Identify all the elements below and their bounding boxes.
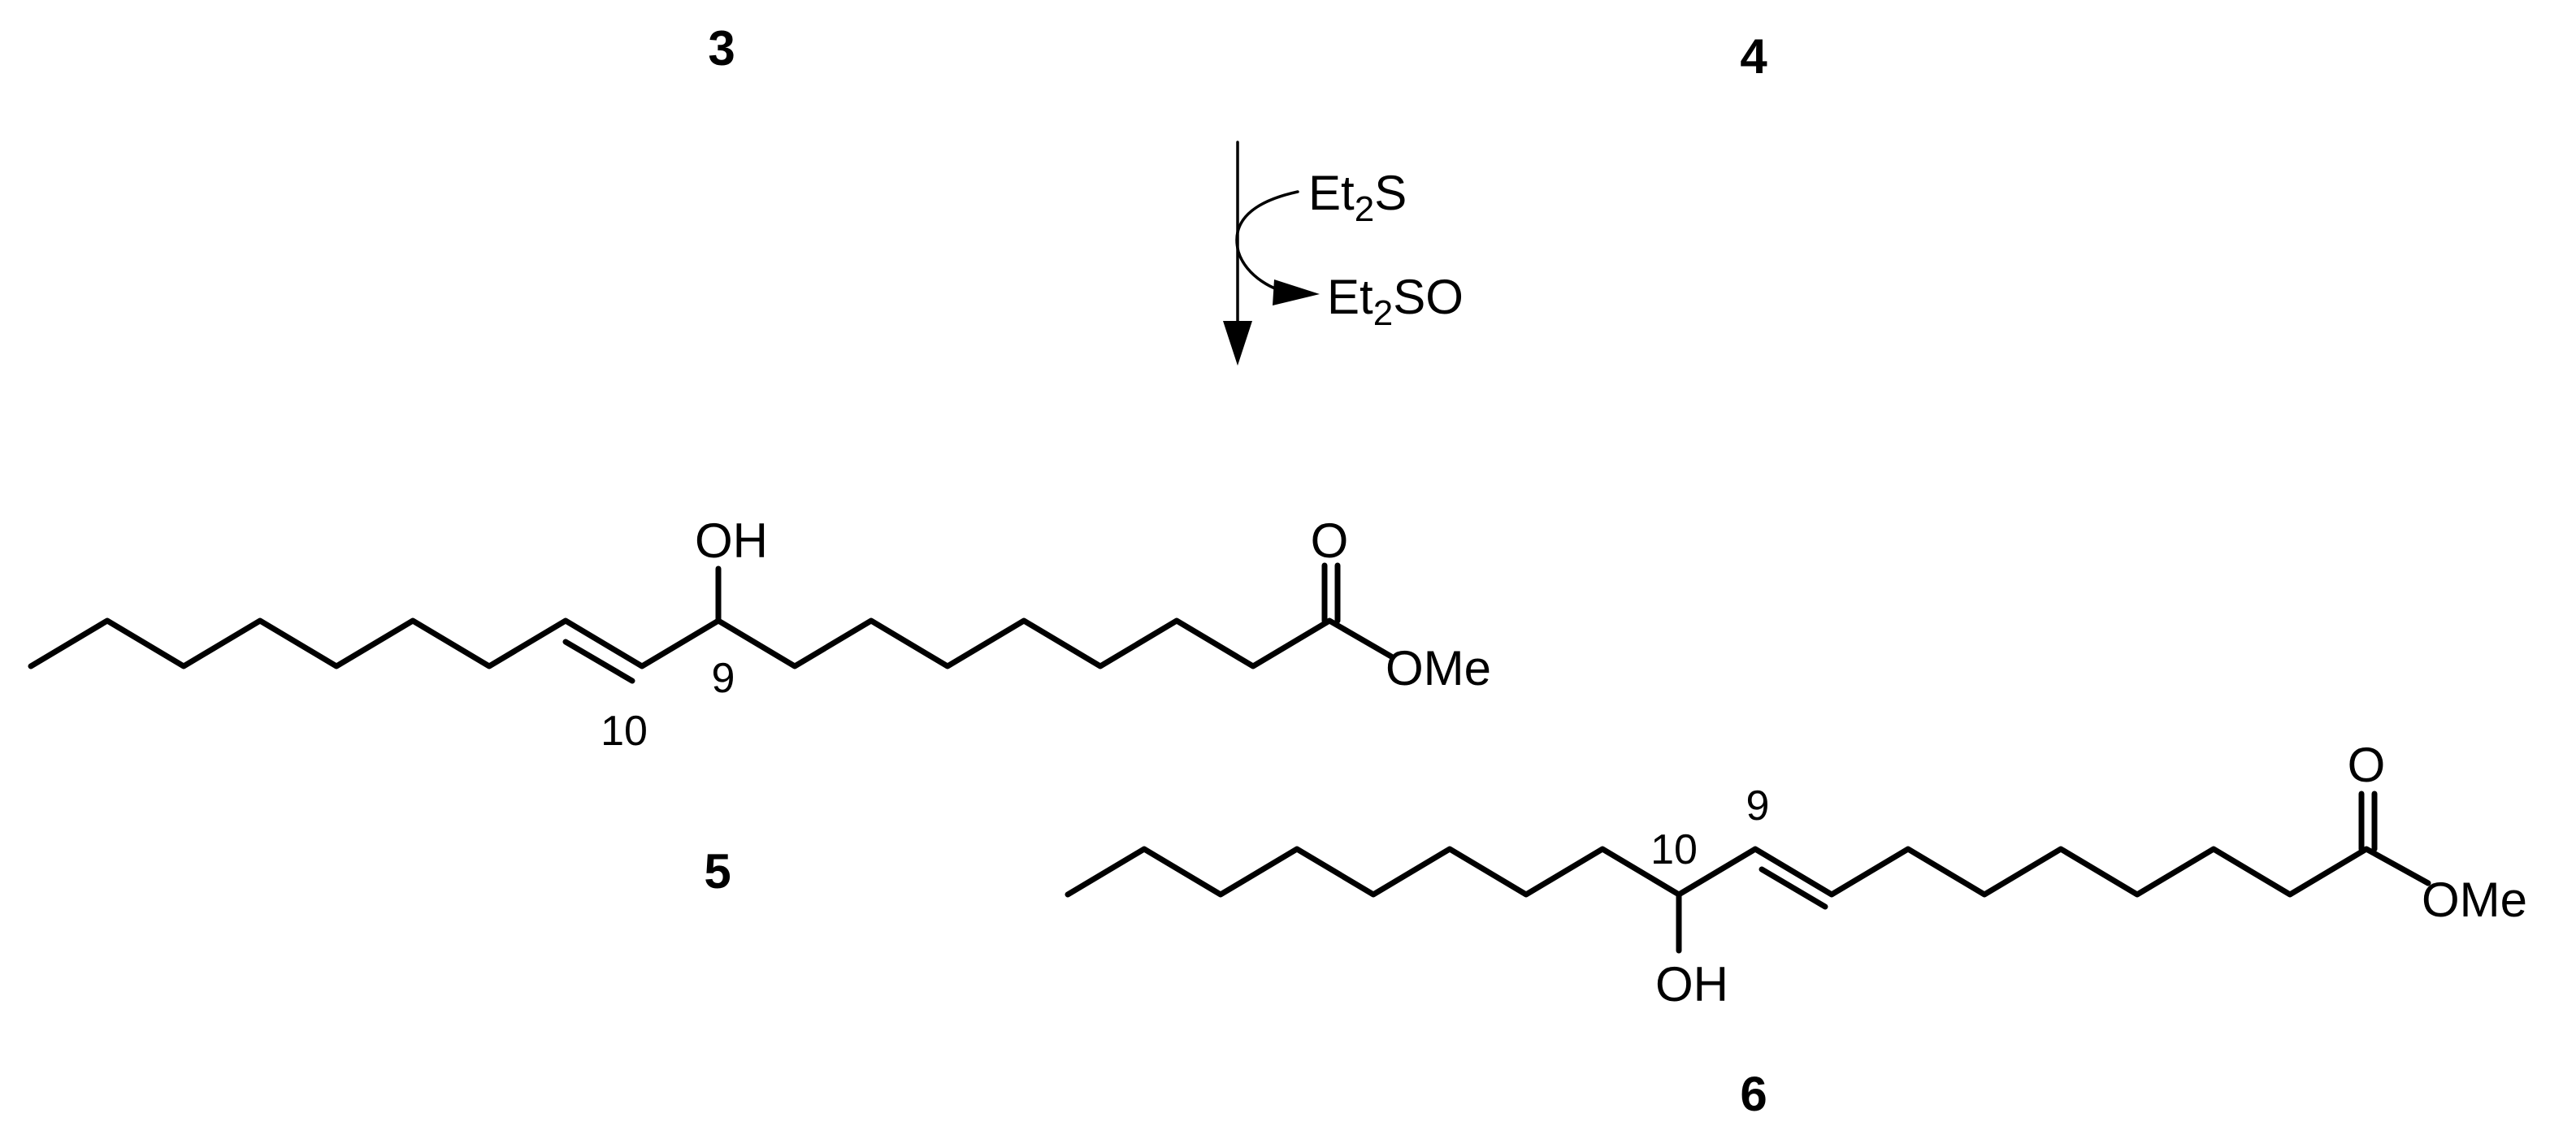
reagent-in-base: Et xyxy=(1308,166,1355,220)
reagent-diethyl-sulfoxide: Et2SO xyxy=(1327,270,1464,333)
compound-label-6: 6 xyxy=(1740,1067,1767,1121)
structure-6-methoxy: OMe xyxy=(2422,873,2527,927)
structure-6-double-bond-inner xyxy=(1759,866,1828,910)
structure-5-methoxy: OMe xyxy=(1386,641,1491,695)
structure-6-chain xyxy=(1065,846,2431,898)
structure-5-hydroxyl: OH xyxy=(695,513,768,568)
structure-5-locant-9: 9 xyxy=(712,655,735,702)
structure-5-double-bond-inner xyxy=(562,639,635,684)
structure-6: OH O OMe 10 9 xyxy=(1065,738,2527,1012)
structure-5: OH O OMe 9 10 xyxy=(28,513,1491,755)
compound-label-5: 5 xyxy=(704,844,731,899)
reagent-curved-arrowhead xyxy=(1273,279,1320,305)
reagent-out-tail: SO xyxy=(1393,270,1464,324)
reaction-arrow-head xyxy=(1223,321,1252,366)
reagent-out-base: Et xyxy=(1327,270,1373,324)
reagent-in-tail: S xyxy=(1374,166,1407,220)
reagent-diethyl-sulfide: Et2S xyxy=(1308,166,1407,229)
reagent-out-subscript: 2 xyxy=(1373,293,1393,333)
reagent-in-subscript: 2 xyxy=(1355,189,1374,229)
structure-6-locant-10: 10 xyxy=(1650,826,1698,873)
reagent-curved-arrow xyxy=(1235,190,1299,294)
structure-5-locant-10: 10 xyxy=(601,708,648,755)
compound-label-4: 4 xyxy=(1740,29,1767,84)
reaction-arrow xyxy=(1223,141,1320,366)
structure-6-hydroxyl: OH xyxy=(1655,957,1728,1012)
structure-5-carbonyl-oxygen: O xyxy=(1311,513,1349,568)
structure-6-locant-9: 9 xyxy=(1746,782,1770,830)
structure-6-carbonyl-oxygen: O xyxy=(2348,738,2386,792)
compound-label-3: 3 xyxy=(708,21,735,76)
